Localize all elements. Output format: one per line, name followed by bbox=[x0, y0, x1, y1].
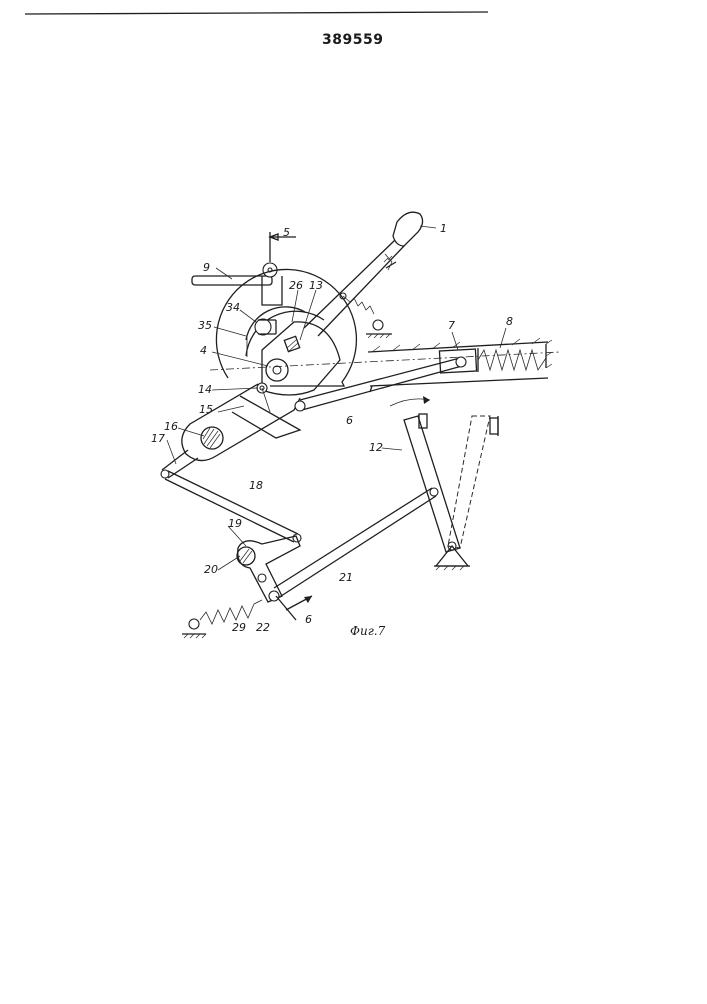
leader-lines bbox=[167, 226, 506, 570]
label-18: 18 bbox=[249, 480, 263, 491]
label-21: 21 bbox=[339, 572, 353, 583]
label-16: 16 bbox=[164, 421, 178, 432]
label-9: 9 bbox=[203, 262, 210, 273]
label-15: 15 bbox=[199, 404, 213, 415]
spring-29 bbox=[200, 600, 262, 624]
cam-13 bbox=[262, 322, 340, 395]
label-29: 29 bbox=[232, 622, 246, 633]
label-17: 17 bbox=[151, 433, 165, 444]
label-20: 20 bbox=[204, 564, 218, 575]
label-4: 4 bbox=[200, 345, 207, 356]
label-7: 7 bbox=[448, 320, 455, 331]
label-14: 14 bbox=[198, 384, 212, 395]
figure-caption: Фиг.7 bbox=[350, 624, 385, 638]
label-8: 8 bbox=[506, 316, 513, 327]
ground-support-29 bbox=[182, 619, 206, 638]
page-top-rule bbox=[25, 12, 488, 14]
label-12: 12 bbox=[369, 442, 383, 453]
label-6: 6 bbox=[346, 415, 353, 426]
label-1: 1 bbox=[440, 223, 447, 234]
label-26: 26 bbox=[289, 280, 303, 291]
label-35: 35 bbox=[198, 320, 212, 331]
link-17 bbox=[161, 450, 198, 478]
label-34: 34 bbox=[226, 302, 240, 313]
label-6-section: 6 bbox=[305, 614, 312, 625]
patent-number: 389559 bbox=[322, 32, 383, 48]
label-13: 13 bbox=[309, 280, 323, 291]
shaft-4 bbox=[266, 359, 288, 381]
ground-mark-handle bbox=[384, 256, 396, 268]
label-22: 22 bbox=[256, 622, 270, 633]
handle-lever-1 bbox=[304, 212, 423, 336]
label-19: 19 bbox=[228, 518, 242, 529]
label-5: 5 bbox=[283, 227, 290, 238]
shaft-16 bbox=[201, 427, 223, 449]
lever-19-20 bbox=[237, 536, 300, 602]
rotation-arrowhead bbox=[423, 396, 430, 404]
lever-12-alt-position bbox=[448, 416, 498, 548]
part-34-35 bbox=[255, 319, 276, 335]
lever-12 bbox=[404, 414, 470, 570]
ground-support-handle bbox=[366, 320, 392, 338]
